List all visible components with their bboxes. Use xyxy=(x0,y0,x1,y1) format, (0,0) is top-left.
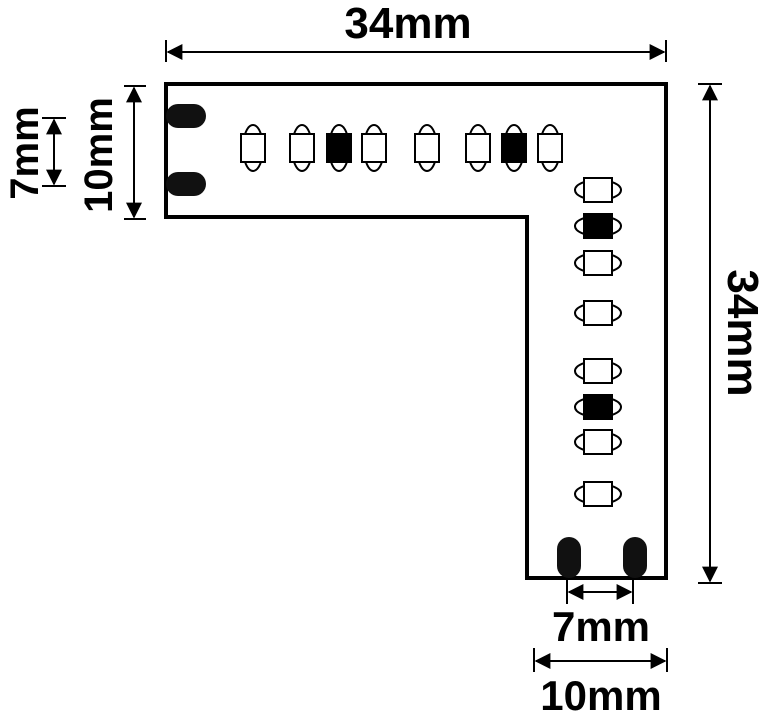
led-chip xyxy=(574,213,622,239)
led-chip xyxy=(574,394,622,420)
dimension-top-width: 34mm xyxy=(165,0,667,62)
horizontal-components xyxy=(240,124,563,172)
resistor xyxy=(574,481,622,507)
resistor xyxy=(574,300,622,326)
solder-pad xyxy=(623,537,647,578)
dimension-left-inner: 7mm xyxy=(3,106,66,200)
resistor xyxy=(574,429,622,455)
led-chip xyxy=(326,124,352,172)
led-chip xyxy=(501,124,527,172)
solder-pad xyxy=(557,537,581,578)
resistor xyxy=(574,177,622,203)
resistor xyxy=(537,124,563,172)
solder-pad xyxy=(166,172,206,196)
dimension-label-left-outer: 10mm xyxy=(77,97,121,213)
resistor xyxy=(574,250,622,276)
dimension-label-bottom-outer: 10mm xyxy=(540,672,661,712)
dimension-right-height: 34mm xyxy=(698,83,767,584)
vertical-components xyxy=(574,177,622,507)
bottom-solder-pads xyxy=(557,537,647,578)
solder-pad xyxy=(166,104,206,128)
resistor xyxy=(465,124,491,172)
dimension-label-bottom-inner: 7mm xyxy=(552,603,650,650)
dimension-bottom-inner: 7mm xyxy=(552,580,650,650)
resistor xyxy=(289,124,315,172)
strip-outline xyxy=(164,82,668,580)
resistor xyxy=(240,124,266,172)
resistor xyxy=(574,358,622,384)
dimension-label-right: 34mm xyxy=(718,269,767,396)
dimension-label-top: 34mm xyxy=(344,0,471,48)
resistor xyxy=(361,124,387,172)
dimension-left-outer: 10mm xyxy=(77,85,146,220)
dimension-bottom-outer: 10mm xyxy=(533,648,668,712)
left-solder-pads xyxy=(166,104,206,196)
dimension-label-left-inner: 7mm xyxy=(3,106,47,199)
resistor xyxy=(414,124,440,172)
